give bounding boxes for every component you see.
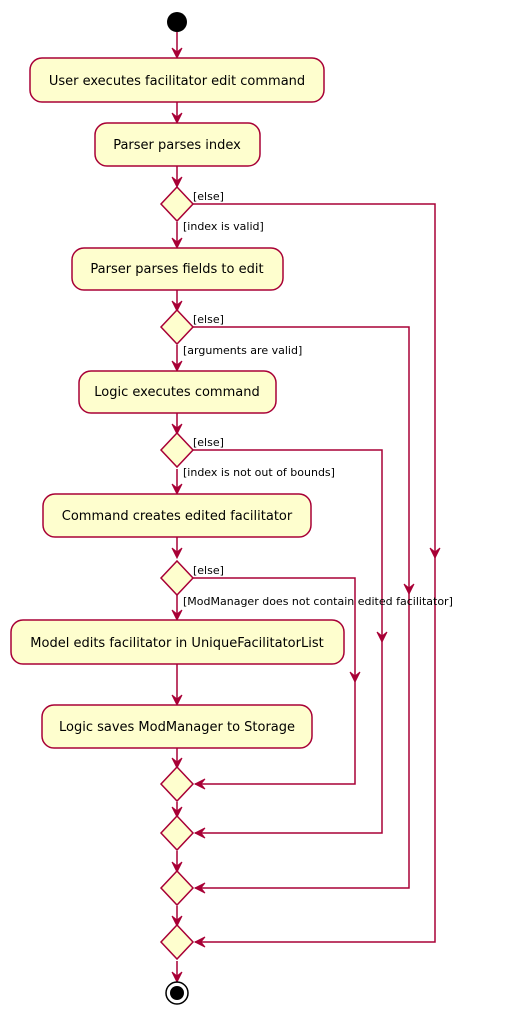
action-label: Logic executes command <box>94 385 259 400</box>
action-parser-parses-fields: Parser parses fields to edit <box>71 247 284 291</box>
action-label: User executes facilitator edit command <box>49 74 305 89</box>
guard-else-4: [else] <box>193 564 224 577</box>
action-label: Command creates edited facilitator <box>62 509 293 524</box>
decision-index-in-bounds <box>159 431 195 469</box>
action-label: Parser parses index <box>113 138 241 153</box>
merge-node-1 <box>159 765 195 803</box>
guard-not-contains: [ModManager does not contain edited faci… <box>183 595 453 608</box>
action-logic-saves-modmanager: Logic saves ModManager to Storage <box>41 704 313 749</box>
action-model-edits-facilitator: Model edits facilitator in UniqueFacilit… <box>10 619 345 665</box>
end-node <box>165 981 189 1005</box>
action-parser-parses-index: Parser parses index <box>94 122 261 167</box>
action-label: Logic saves ModManager to Storage <box>59 720 295 735</box>
guard-else-2: [else] <box>193 313 224 326</box>
guard-arguments-valid: [arguments are valid] <box>183 344 302 357</box>
start-node <box>167 12 187 32</box>
guard-index-valid: [index is valid] <box>183 220 264 233</box>
guard-else-3: [else] <box>193 436 224 449</box>
action-label: Parser parses fields to edit <box>90 262 263 277</box>
action-command-creates-facilitator: Command creates edited facilitator <box>42 493 312 538</box>
action-logic-executes-command: Logic executes command <box>78 370 277 414</box>
guard-index-in-bounds: [index is not out of bounds] <box>183 466 335 479</box>
guard-else-1: [else] <box>193 190 224 203</box>
action-user-executes-command: User executes facilitator edit command <box>29 57 325 103</box>
decision-index-valid <box>159 185 195 223</box>
merge-node-3 <box>159 869 195 907</box>
decision-arguments-valid <box>159 308 195 346</box>
action-label: Model edits facilitator in UniqueFacilit… <box>30 636 323 651</box>
decision-not-contains <box>159 559 195 597</box>
merge-node-4 <box>159 923 195 961</box>
merge-node-2 <box>159 814 195 852</box>
arrow-heads <box>171 47 441 984</box>
